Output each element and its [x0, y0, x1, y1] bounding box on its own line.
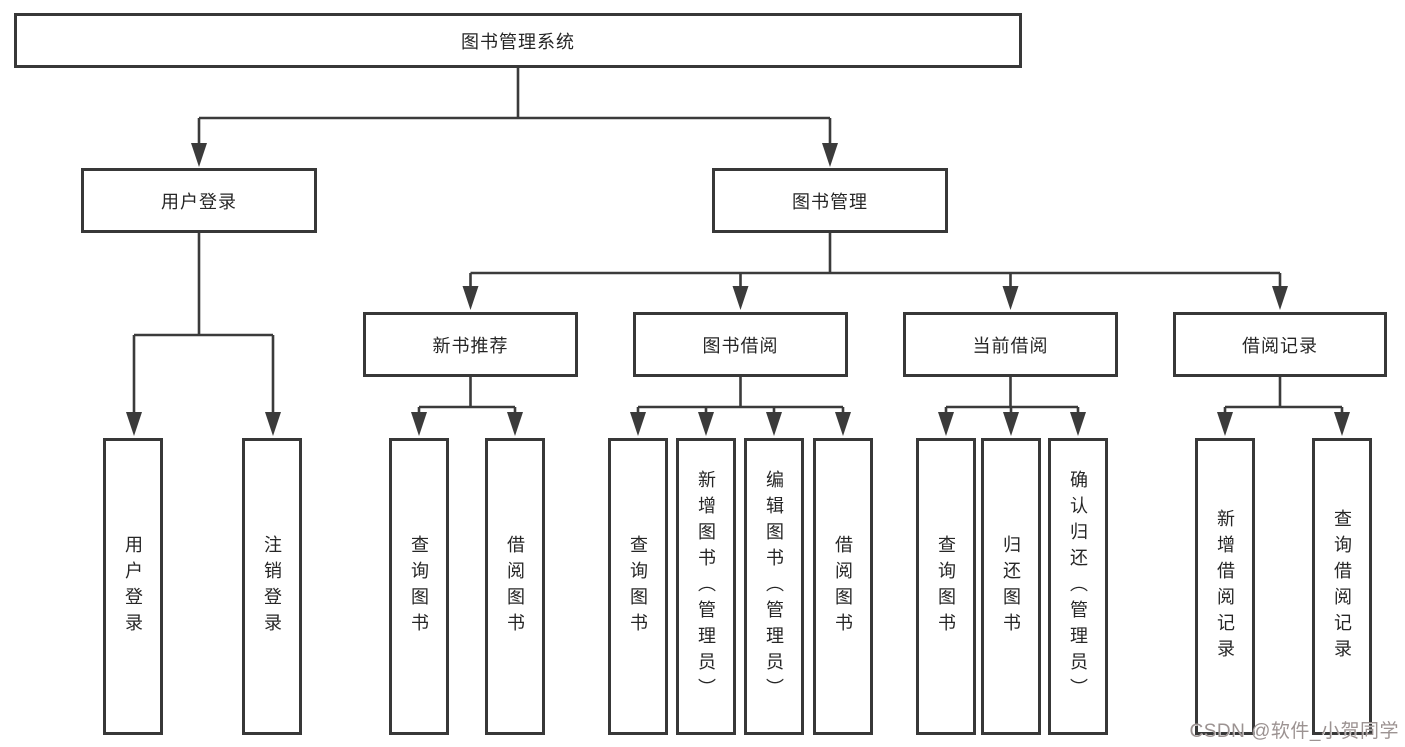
leaf-edit-book-admin: 编辑图书（管理员）	[744, 438, 804, 735]
leaf-borrow-book: 借阅图书	[813, 438, 873, 735]
leaf-label: 查询借阅记录	[1332, 508, 1352, 665]
arrowhead-icon	[732, 286, 749, 310]
leaf-label: 查询图书	[409, 534, 429, 639]
node-borrow-record: 借阅记录	[1173, 312, 1387, 377]
arrowhead-icon	[1070, 412, 1086, 436]
arrowhead-icon	[766, 412, 782, 436]
arrowhead-icon	[1334, 412, 1350, 436]
arrowhead-icon	[938, 412, 954, 436]
node-label: 借阅记录	[1242, 335, 1318, 356]
node-book-management: 图书管理	[712, 168, 948, 233]
node-label: 当前借阅	[972, 335, 1049, 356]
node-label: 用户登录	[161, 191, 237, 212]
arrowhead-icon	[1272, 286, 1288, 310]
node-label: 图书管理系统	[461, 31, 575, 52]
leaf-label: 查询图书	[936, 534, 956, 639]
arrowhead-icon	[698, 412, 714, 436]
node-current-borrow: 当前借阅	[903, 312, 1118, 377]
leaf-label: 借阅图书	[833, 534, 853, 639]
leaf-label: 新增借阅记录	[1215, 508, 1235, 665]
arrowhead-icon	[1003, 412, 1019, 436]
leaf-logout: 注销登录	[242, 438, 302, 735]
node-label: 图书借阅	[702, 335, 779, 356]
leaf-label: 借阅图书	[505, 534, 525, 639]
leaf-label: 确认归还（管理员）	[1068, 469, 1088, 704]
leaf-label: 新增图书（管理员）	[696, 469, 716, 704]
leaf-newbook-borrow-book: 借阅图书	[485, 438, 545, 735]
leaf-confirm-return-admin: 确认归还（管理员）	[1048, 438, 1108, 735]
arrowhead-icon	[191, 143, 207, 167]
node-label: 新书推荐	[432, 335, 509, 356]
leaf-label: 编辑图书（管理员）	[764, 469, 784, 704]
arrowhead-icon	[1002, 286, 1019, 310]
arrowhead-icon	[411, 412, 427, 436]
arrowhead-icon	[507, 412, 523, 436]
leaf-return-book: 归还图书	[981, 438, 1041, 735]
node-user-login: 用户登录	[81, 168, 317, 233]
leaf-label: 查询图书	[628, 534, 648, 639]
arrowhead-icons	[126, 143, 1350, 436]
leaf-user-login: 用户登录	[103, 438, 163, 735]
node-new-book-recommend: 新书推荐	[363, 312, 578, 377]
leaf-current-query-book: 查询图书	[916, 438, 976, 735]
node-label: 图书管理	[792, 191, 868, 212]
leaf-add-borrow-record: 新增借阅记录	[1195, 438, 1255, 735]
arrowhead-icon	[462, 286, 479, 310]
csdn-watermark: CSDN @软件_小贺同学	[1189, 721, 1399, 742]
arrowhead-icon	[630, 412, 646, 436]
leaf-label: 归还图书	[1001, 534, 1021, 639]
arrowhead-icon	[265, 412, 281, 436]
arrowhead-icon	[1217, 412, 1233, 436]
leaf-query-borrow-record: 查询借阅记录	[1312, 438, 1372, 735]
leaf-label: 用户登录	[123, 534, 143, 639]
leaf-add-book-admin: 新增图书（管理员）	[676, 438, 736, 735]
arrowhead-icon	[835, 412, 851, 436]
leaf-borrow-query-book: 查询图书	[608, 438, 668, 735]
arrowhead-icon	[126, 412, 142, 436]
leaf-label: 注销登录	[262, 534, 282, 639]
leaf-newbook-query-book: 查询图书	[389, 438, 449, 735]
arrowhead-icon	[822, 143, 838, 167]
node-book-borrow: 图书借阅	[633, 312, 848, 377]
node-root-system: 图书管理系统	[14, 13, 1022, 68]
